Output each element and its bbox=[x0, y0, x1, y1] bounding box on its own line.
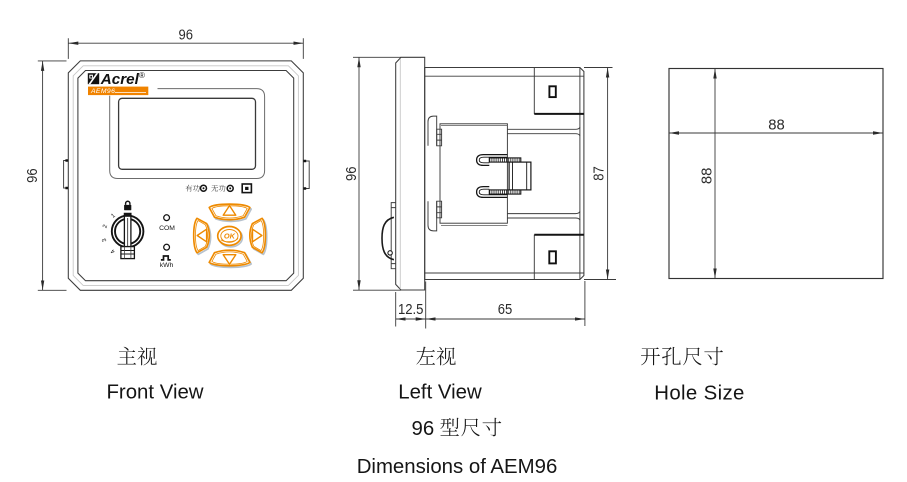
dial-position-1: 1 bbox=[110, 213, 117, 220]
panel-outer-border bbox=[67, 60, 304, 291]
hole-square bbox=[668, 67, 884, 280]
front-panel bbox=[63, 60, 310, 291]
reactive-power-label bbox=[211, 184, 226, 192]
front-view-caption-en: Front View bbox=[106, 382, 203, 404]
hole-size-caption-cn bbox=[640, 346, 723, 366]
dial-position-4: 4 bbox=[110, 247, 117, 254]
side-body bbox=[424, 66, 585, 281]
bottom-terminal-block bbox=[533, 233, 584, 280]
right-side-tab bbox=[303, 159, 310, 190]
ok-button: OK bbox=[216, 225, 244, 248]
bottom-terminal-screw bbox=[548, 250, 557, 265]
model-caption-cn bbox=[440, 417, 502, 437]
dial-position-2: 2 bbox=[102, 223, 109, 229]
top-terminal-screw bbox=[548, 85, 557, 99]
down-button bbox=[208, 249, 253, 269]
panel-inner-border bbox=[77, 69, 295, 282]
model-badge-bar bbox=[88, 86, 149, 96]
kwh-label: kWh bbox=[160, 262, 174, 269]
right-arrow-icon bbox=[251, 228, 263, 243]
clip-slider-block bbox=[508, 161, 532, 191]
front-width-dim: 96 bbox=[179, 27, 194, 44]
com-indicator: COM bbox=[159, 214, 175, 232]
dpad: OK bbox=[192, 203, 268, 269]
side-bars bbox=[507, 127, 581, 221]
down-arrow-icon bbox=[222, 254, 237, 265]
set-indicator-icon bbox=[241, 183, 253, 194]
indicator-row bbox=[185, 183, 253, 194]
left-arrow-icon bbox=[196, 228, 208, 243]
drawing-title: Dimensions of AEM96 bbox=[357, 456, 558, 478]
panel-bevel-border bbox=[72, 65, 299, 286]
ok-label: OK bbox=[224, 232, 236, 241]
model-badge: AEM96 bbox=[88, 86, 149, 96]
hole-size-caption-en: Hole Size bbox=[654, 383, 744, 405]
kwh-indicator: kWh bbox=[160, 243, 174, 269]
hole-view: 88 88 bbox=[668, 67, 884, 280]
hole-width-dim: 88 bbox=[768, 117, 785, 134]
kwh-led-icon bbox=[163, 243, 171, 251]
com-led-icon bbox=[163, 214, 171, 222]
active-power-label bbox=[185, 184, 200, 192]
front-view-caption-cn bbox=[117, 346, 157, 366]
up-button bbox=[208, 203, 253, 223]
side-height-dim: 96 bbox=[343, 166, 360, 181]
acrel-logo: Acrel ® bbox=[87, 71, 145, 88]
lock-icon bbox=[124, 200, 132, 211]
top-terminal-block bbox=[533, 67, 584, 115]
com-label: COM bbox=[159, 225, 175, 232]
lcd-display bbox=[109, 88, 266, 179]
model-caption-num: 96 bbox=[412, 418, 435, 440]
front-height-dim: 96 bbox=[24, 168, 41, 183]
registered-mark: ® bbox=[139, 71, 145, 80]
bezel-depth-dim: 12.5 bbox=[398, 301, 424, 318]
active-power-led-icon bbox=[199, 184, 208, 192]
side-bezel bbox=[395, 56, 426, 291]
left-side-tab bbox=[63, 159, 69, 190]
hole-height-dim: 88 bbox=[698, 168, 715, 185]
left-view: 96 87 12.5 65 bbox=[343, 56, 616, 329]
left-view-caption-cn bbox=[416, 346, 456, 366]
pulse-icon bbox=[160, 255, 171, 261]
body-height-dim: 87 bbox=[590, 166, 607, 181]
right-button bbox=[249, 217, 268, 256]
dial-position-3: 3 bbox=[101, 237, 108, 243]
brand-text: Acrel bbox=[100, 71, 140, 88]
left-view-caption-en: Left View bbox=[398, 382, 482, 404]
front-view-dimensions: 96 96 bbox=[24, 27, 304, 291]
body-depth-dim: 65 bbox=[498, 301, 513, 318]
rotary-switch: 1 2 3 4 bbox=[101, 200, 145, 260]
display-bezel bbox=[109, 88, 266, 179]
left-button bbox=[192, 217, 212, 256]
left-view-dimensions: 96 87 12.5 65 bbox=[343, 56, 616, 329]
mounting-clip bbox=[475, 153, 532, 199]
reactive-power-led-icon bbox=[226, 184, 234, 193]
upper-ratchet-teeth bbox=[488, 157, 522, 163]
lcd-screen bbox=[117, 97, 257, 170]
up-arrow-icon bbox=[222, 204, 237, 216]
captions: Front View Left View Hole Size 96 Dimens… bbox=[106, 346, 744, 478]
side-knob-profile bbox=[381, 202, 396, 270]
side-chassis bbox=[427, 115, 508, 232]
model-badge-text: AEM96 bbox=[90, 88, 115, 95]
front-view: 96 96 Acrel ® AEM96 1 2 3 4 COM kWh OK bbox=[24, 27, 310, 291]
lower-ratchet-teeth bbox=[488, 189, 522, 195]
knob-handle bbox=[120, 212, 136, 260]
